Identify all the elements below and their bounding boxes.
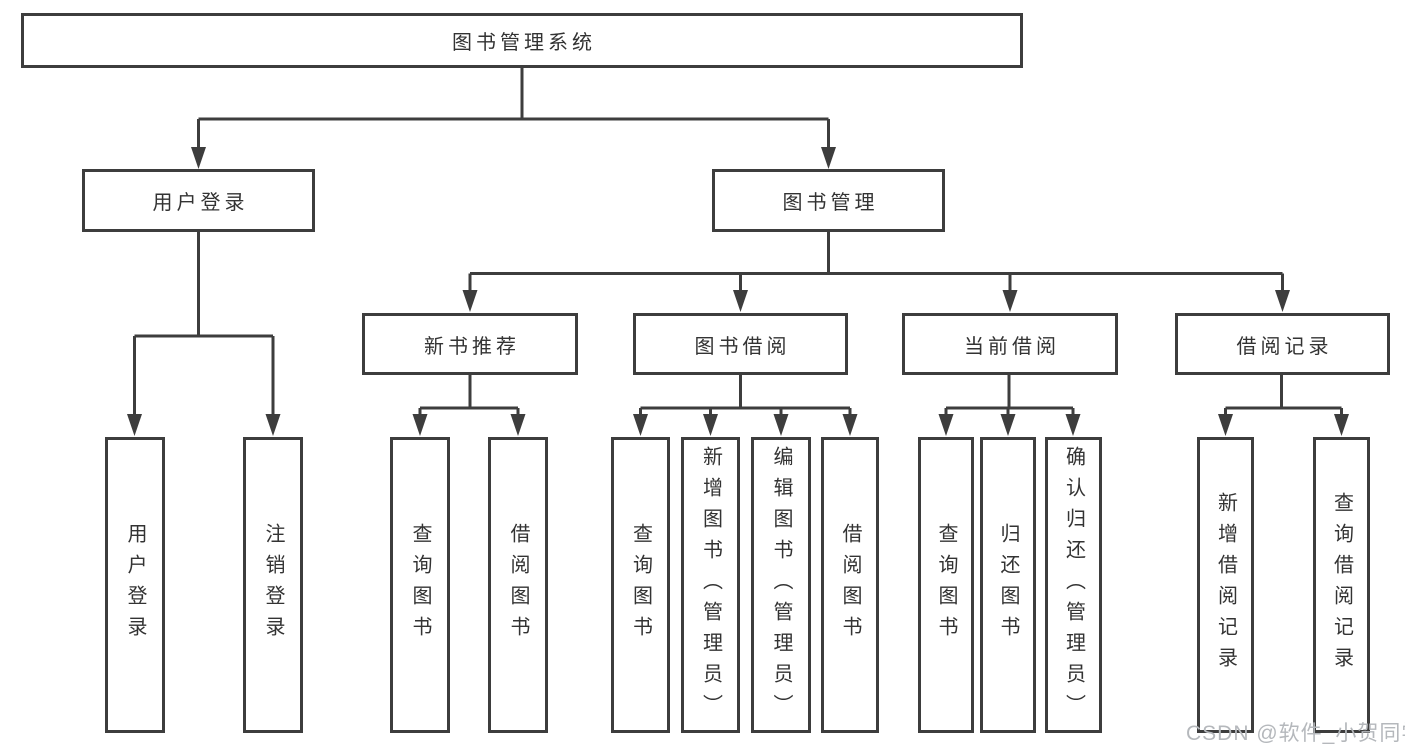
leaf-borrow-query-books-label: 查询图书: [629, 523, 652, 647]
node-book-management-label: 图书管理: [782, 192, 879, 214]
node-user-login-label: 用户登录: [152, 192, 249, 214]
leaf-current-query-books-label: 查询图书: [935, 523, 957, 647]
leaf-query-borrow-record: 查询借阅记录: [1313, 437, 1370, 733]
leaf-borrow-books-label: 借阅图书: [839, 523, 861, 647]
leaf-edit-books-admin: 编辑图书（管理员）: [751, 437, 811, 733]
leaf-confirm-return-admin-label: 确认归还（管理员）: [1062, 445, 1085, 725]
leaf-current-query-books: 查询图书: [918, 437, 974, 733]
leaf-return-books-label: 归还图书: [997, 523, 1019, 647]
node-user-login: 用户登录: [82, 169, 315, 232]
leaf-query-borrow-record-label: 查询借阅记录: [1330, 492, 1353, 678]
node-borrow-records: 借阅记录: [1175, 313, 1390, 375]
node-book-borrow-label: 图书借阅: [694, 335, 791, 358]
leaf-recommend-query-books-label: 查询图书: [409, 523, 431, 647]
node-current-borrow-label: 当前借阅: [964, 335, 1060, 358]
leaf-recommend-borrow-books: 借阅图书: [488, 437, 548, 733]
leaf-borrow-query-books: 查询图书: [611, 437, 670, 733]
watermark: CSDN @软件_小贺同学: [1186, 722, 1405, 745]
node-borrow-records-label: 借阅记录: [1236, 335, 1333, 358]
leaf-user-login-label: 用户登录: [124, 523, 146, 647]
leaf-logout-label: 注销登录: [262, 523, 284, 647]
connector-path: [133, 68, 1343, 417]
leaf-add-books-admin: 新增图书（管理员）: [681, 437, 740, 733]
leaf-add-borrow-record-label: 新增借阅记录: [1214, 492, 1237, 678]
node-new-book-recommend: 新书推荐: [362, 313, 578, 375]
node-book-management: 图书管理: [712, 169, 945, 232]
leaf-borrow-books: 借阅图书: [821, 437, 879, 733]
leaf-confirm-return-admin: 确认归还（管理员）: [1045, 437, 1102, 733]
leaf-add-borrow-record: 新增借阅记录: [1197, 437, 1254, 733]
leaf-user-login: 用户登录: [105, 437, 165, 733]
node-current-borrow: 当前借阅: [902, 313, 1118, 375]
leaf-add-books-admin-label: 新增图书（管理员）: [699, 445, 722, 725]
leaf-logout: 注销登录: [243, 437, 303, 733]
leaf-return-books: 归还图书: [980, 437, 1036, 733]
node-book-borrow: 图书借阅: [633, 313, 848, 375]
node-root: 图书管理系统: [21, 13, 1023, 68]
node-new-book-recommend-label: 新书推荐: [424, 335, 520, 358]
leaf-recommend-query-books: 查询图书: [390, 437, 450, 733]
node-root-label: 图书管理系统: [452, 32, 596, 54]
leaf-recommend-borrow-books-label: 借阅图书: [507, 523, 529, 647]
leaf-edit-books-admin-label: 编辑图书（管理员）: [770, 445, 792, 725]
arrow-down-heads: [127, 147, 1349, 436]
